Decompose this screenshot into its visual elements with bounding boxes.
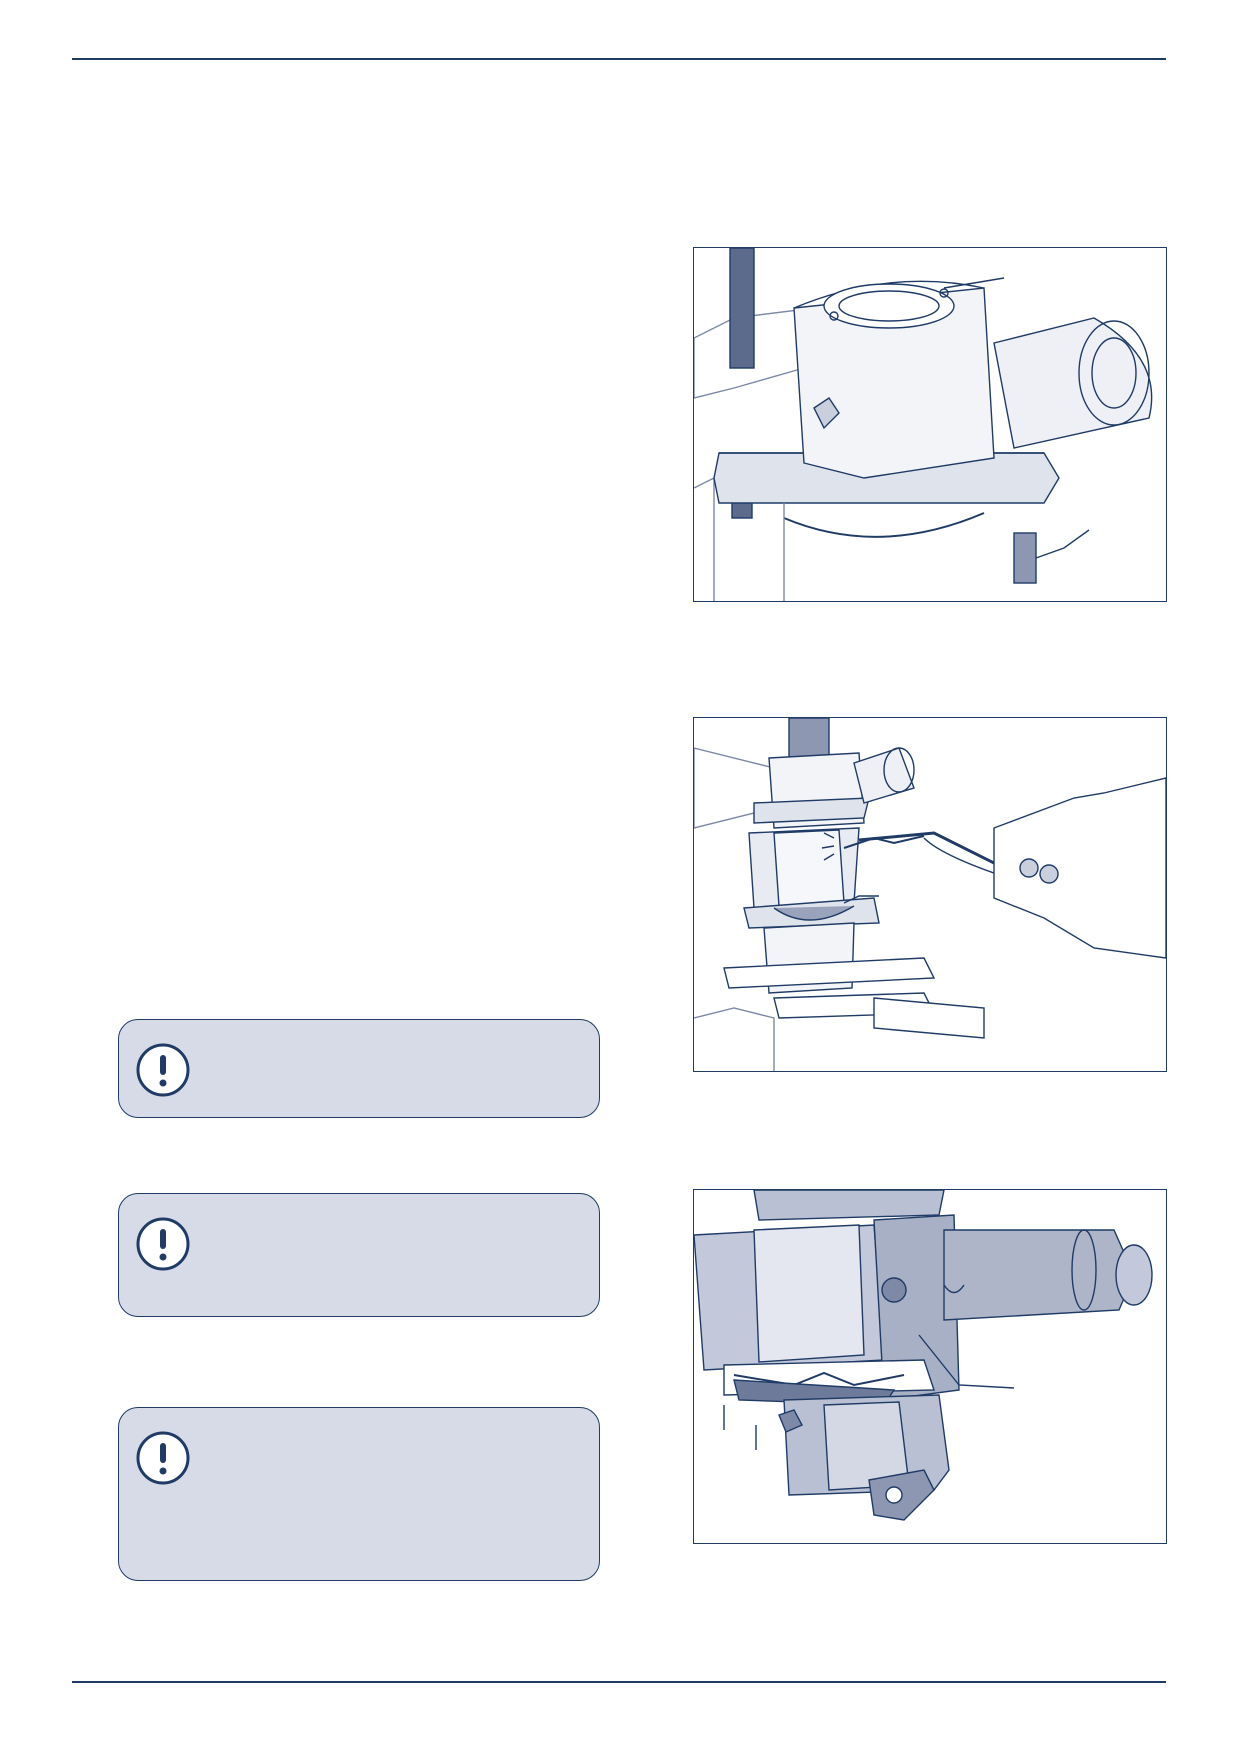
figure-illustration bbox=[694, 718, 1166, 1071]
figure-heating-with-torch bbox=[693, 717, 1167, 1072]
note-box-1 bbox=[118, 1019, 600, 1118]
note-box-3 bbox=[118, 1407, 600, 1581]
figure-housing-assembly bbox=[693, 1189, 1167, 1544]
figure-illustration bbox=[694, 1190, 1153, 1521]
exclamation-icon bbox=[136, 1043, 190, 1097]
note-box-2 bbox=[118, 1193, 600, 1317]
exclamation-icon bbox=[136, 1431, 190, 1485]
figure-illustration bbox=[694, 248, 1153, 601]
exclamation-icon bbox=[136, 1217, 190, 1271]
bottom-rule bbox=[72, 1681, 1166, 1683]
figure-housing-on-press bbox=[693, 247, 1167, 602]
top-rule bbox=[72, 58, 1166, 60]
